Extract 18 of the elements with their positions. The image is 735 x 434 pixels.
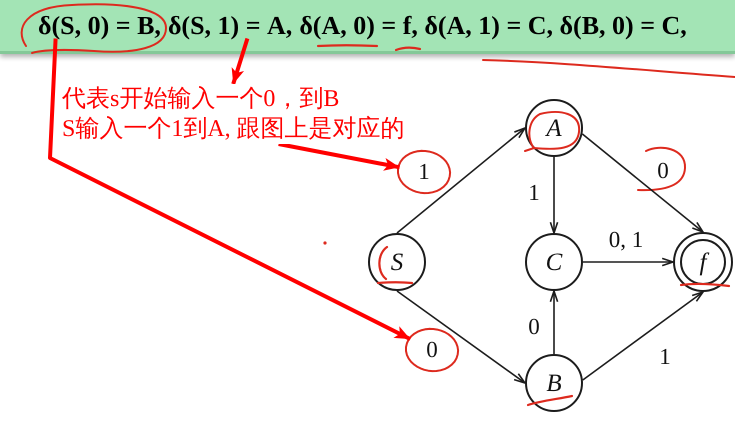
transition-arrow (550, 157, 558, 234)
transition-formula: δ(S, 0) = B, (38, 12, 161, 38)
annotation-text: S输入一个1到A, 跟图上是对应的 (62, 114, 405, 144)
annotation-arrow (48, 38, 412, 341)
state-label: C (546, 250, 562, 274)
transition-formula: δ(S, 1) = A, (168, 12, 292, 38)
transition-arrow (396, 290, 526, 384)
transition-arrow (396, 127, 526, 234)
state-label: S (390, 250, 404, 274)
transition-arrow (582, 133, 704, 233)
transition-formula: δ(A, 0) = f, δ(A, 1) = C, δ(B, 0) = C, (299, 12, 687, 38)
transition-arrow (550, 290, 558, 354)
title-banner (0, 0, 735, 54)
annotation-arrow (278, 142, 400, 171)
transition-arrow (582, 291, 704, 381)
transition-arrow (583, 258, 674, 266)
state-label: B (546, 370, 562, 396)
state-label: A (546, 116, 562, 140)
